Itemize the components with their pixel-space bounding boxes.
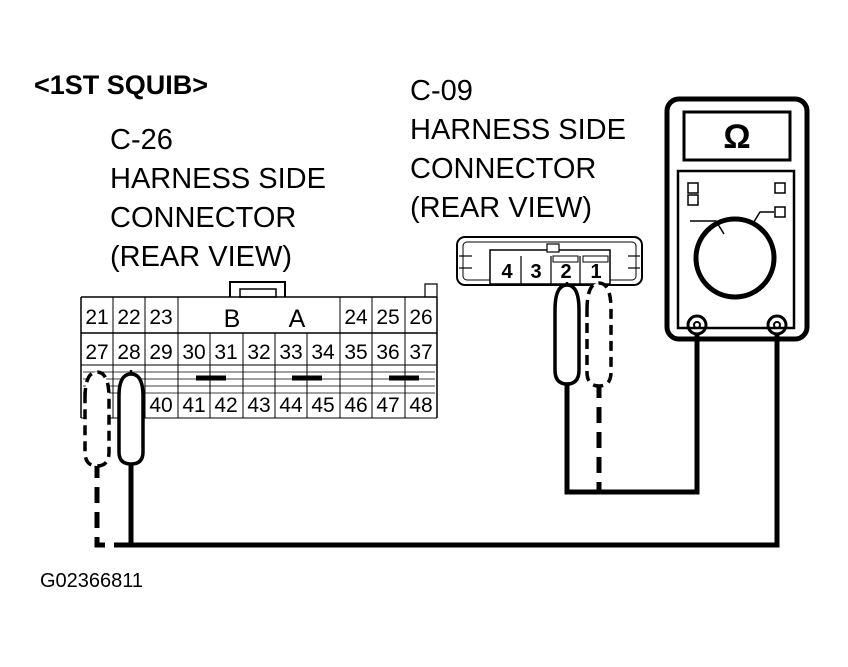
figure-id: G02366811 xyxy=(40,570,144,592)
c26-pin-25: 25 xyxy=(376,306,399,329)
c26-pin-22: 22 xyxy=(117,306,140,329)
c26-pin-44: 44 xyxy=(279,394,303,417)
c26-pin-34: 34 xyxy=(311,341,335,364)
c26-pin-35: 35 xyxy=(344,341,367,364)
c26-pin-48: 48 xyxy=(409,394,432,417)
c26-pin-24: 24 xyxy=(344,306,368,329)
squib-title: <1ST SQUIB> xyxy=(34,70,209,100)
c26-caption: C-26 HARNESS SIDE CONNECTOR (REAR VIEW) xyxy=(110,121,326,277)
c26-pin-40: 40 xyxy=(149,394,172,417)
c26-pin-29: 29 xyxy=(149,341,172,364)
c26-key-a-label: A xyxy=(289,305,306,333)
c26-pin-47: 47 xyxy=(376,394,399,417)
c09-pin-labels: 4 3 2 1 xyxy=(501,261,601,283)
c09-pin-3: 3 xyxy=(530,261,541,283)
probe-c09-pin2 xyxy=(553,282,581,386)
c26-pin-32: 32 xyxy=(247,341,270,364)
c09-connector-id: C-09 xyxy=(410,75,473,107)
c26-pin-37: 37 xyxy=(409,341,432,364)
c26-pin-26: 26 xyxy=(409,306,432,329)
test-wires xyxy=(94,334,780,548)
solid-wire-c09 xyxy=(564,334,700,495)
c09-caption: C-09 HARNESS SIDE CONNECTOR (REAR VIEW) xyxy=(410,72,626,228)
c09-harness-side-label: HARNESS SIDE xyxy=(410,114,626,146)
c26-key-b-label: B xyxy=(224,305,241,333)
probe-c26-pin27 xyxy=(83,370,111,468)
c26-pin-43: 43 xyxy=(247,394,270,417)
c26-pin-41: 41 xyxy=(182,394,205,417)
ohmmeter xyxy=(664,96,810,342)
probe-c09-pin1 xyxy=(585,281,613,388)
c26-connector-id: C-26 xyxy=(110,124,173,156)
c26-pin-42: 42 xyxy=(214,394,237,417)
c26-pin-31: 31 xyxy=(214,341,237,364)
ohm-symbol: Ω xyxy=(723,118,750,156)
c26-pin-30: 30 xyxy=(182,341,205,364)
c26-pin-28: 28 xyxy=(117,341,140,364)
c26-pin-27: 27 xyxy=(85,341,108,364)
c09-connector xyxy=(456,236,643,286)
c26-connector-label: CONNECTOR xyxy=(110,202,297,234)
c09-pin-4: 4 xyxy=(501,261,513,283)
c09-pin-1: 1 xyxy=(590,261,601,283)
c26-harness-side-label: HARNESS SIDE xyxy=(110,163,326,195)
c26-rear-view-label: (REAR VIEW) xyxy=(110,241,293,273)
dashed-wire-c26 xyxy=(94,462,131,548)
c09-connector-label: CONNECTOR xyxy=(410,153,597,185)
c26-pin-46: 46 xyxy=(344,394,367,417)
c26-pin-labels: 21 22 23 B A 24 25 26 27 28 29 30 31 32 … xyxy=(85,305,432,417)
c09-pin-2: 2 xyxy=(560,261,571,283)
solid-wire-c26 xyxy=(128,334,780,548)
c26-pin-45: 45 xyxy=(311,394,334,417)
c26-pin-36: 36 xyxy=(376,341,399,364)
probe-c26-pin28 xyxy=(117,370,145,466)
c26-pin-21: 21 xyxy=(85,306,108,329)
c09-rear-view-label: (REAR VIEW) xyxy=(410,192,593,224)
c26-pin-23: 23 xyxy=(149,306,172,329)
c26-pin-33: 33 xyxy=(279,341,302,364)
